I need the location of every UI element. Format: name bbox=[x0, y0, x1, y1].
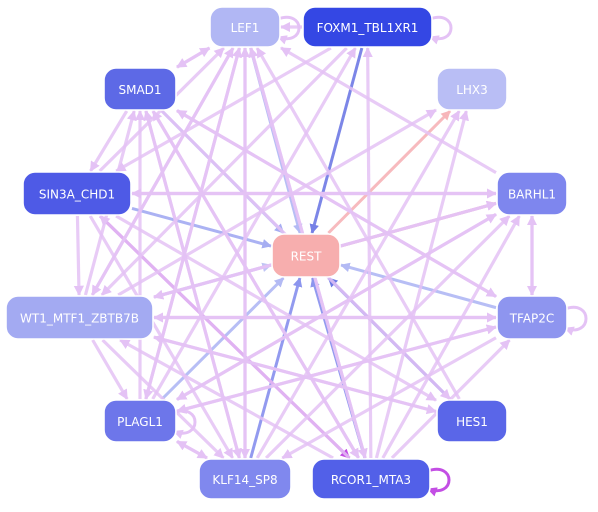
node-lef1: LEF1 bbox=[209, 6, 281, 48]
node-label-wt1: WT1_MTF1_ZBTB7B bbox=[20, 312, 139, 326]
node-box-rest bbox=[271, 233, 341, 278]
self-loop-lef1 bbox=[277, 15, 301, 45]
node-label-hes1: HES1 bbox=[456, 415, 488, 429]
node-label-lef1: LEF1 bbox=[231, 21, 260, 35]
node-sin3a: SIN3A_CHD1 bbox=[22, 171, 132, 216]
node-label-tfap2c: TFAP2C bbox=[509, 312, 555, 326]
edge-tfap2c-to-smad1 bbox=[176, 109, 497, 298]
self-loop-tfap2c bbox=[564, 305, 588, 336]
edge-wt1-to-plagl1 bbox=[91, 339, 129, 400]
node-hes1: HES1 bbox=[436, 399, 508, 443]
edge-rcor1-to-tfap2c bbox=[390, 338, 511, 460]
edge-foxm1-to-sin3a bbox=[115, 46, 332, 173]
node-box-wt1 bbox=[5, 295, 154, 340]
node-label-rest: REST bbox=[291, 250, 323, 264]
self-loop-foxm1 bbox=[429, 15, 453, 45]
node-box-rcor1 bbox=[311, 458, 431, 500]
edge-barhl1-to-lef1 bbox=[280, 46, 497, 174]
self-loop-plagl1 bbox=[173, 409, 197, 439]
node-label-klf14: KLF14_SP8 bbox=[212, 473, 277, 487]
node-tfap2c: TFAP2C bbox=[496, 295, 568, 340]
node-label-barhl1: BARHL1 bbox=[508, 188, 556, 202]
edge-smad1-to-sin3a bbox=[89, 110, 129, 172]
edge-klf14-to-plagl1 bbox=[176, 440, 208, 460]
node-plagl1: PLAGL1 bbox=[103, 399, 177, 443]
node-barhl1: BARHL1 bbox=[496, 171, 568, 216]
node-rest: REST bbox=[271, 233, 341, 278]
edge-plagl1-to-foxm1 bbox=[151, 47, 357, 400]
edge-rest-to-lhx3 bbox=[327, 109, 452, 235]
node-box-klf14 bbox=[198, 458, 292, 500]
node-label-lhx3: LHX3 bbox=[456, 83, 488, 97]
node-klf14: KLF14_SP8 bbox=[198, 458, 292, 500]
node-box-sin3a bbox=[22, 171, 132, 216]
self-loop-rcor1 bbox=[427, 467, 451, 497]
edge-rcor1-to-barhl1 bbox=[381, 215, 521, 459]
node-box-plagl1 bbox=[103, 399, 177, 443]
node-box-lhx3 bbox=[436, 67, 508, 111]
node-rcor1: RCOR1_MTA3 bbox=[311, 458, 431, 500]
node-box-foxm1 bbox=[302, 6, 433, 48]
edge-klf14-to-lhx3 bbox=[255, 110, 461, 459]
edge-hes1-to-lef1 bbox=[255, 47, 461, 400]
node-box-hes1 bbox=[436, 399, 508, 443]
node-box-lef1 bbox=[209, 6, 281, 48]
node-wt1: WT1_MTF1_ZBTB7B bbox=[5, 295, 154, 340]
edge-rcor1-to-foxm1 bbox=[362, 46, 373, 459]
node-label-foxm1: FOXM1_TBL1XR1 bbox=[317, 21, 419, 35]
node-foxm1: FOXM1_TBL1XR1 bbox=[302, 6, 433, 48]
node-label-rcor1: RCOR1_MTA3 bbox=[331, 473, 411, 487]
edge-foxm1-to-rest bbox=[309, 47, 364, 234]
edge-smad1-to-lef1 bbox=[176, 46, 211, 69]
node-smad1: SMAD1 bbox=[103, 67, 177, 111]
self-loop-layer bbox=[173, 15, 588, 497]
edge-smad1-to-rcor1 bbox=[151, 110, 360, 459]
node-box-smad1 bbox=[103, 67, 177, 111]
edge-wt1-to-klf14 bbox=[101, 338, 225, 460]
edge-plagl1-to-rest bbox=[161, 276, 285, 401]
edge-barhl1-to-plagl1 bbox=[176, 213, 497, 401]
node-label-plagl1: PLAGL1 bbox=[117, 415, 163, 429]
node-box-tfap2c bbox=[496, 295, 568, 340]
node-label-smad1: SMAD1 bbox=[118, 83, 161, 97]
edge-layer bbox=[73, 21, 538, 460]
node-label-sin3a: SIN3A_CHD1 bbox=[39, 188, 115, 202]
edge-sin3a-to-hes1 bbox=[115, 214, 437, 402]
edge-wt1-to-lhx3 bbox=[117, 108, 437, 297]
edge-foxm1-to-wt1 bbox=[100, 46, 348, 297]
edge-sin3a-to-wt1 bbox=[73, 215, 84, 297]
edge-tfap2c-to-plagl1 bbox=[176, 325, 497, 414]
node-box-barhl1 bbox=[496, 171, 568, 216]
edge-hes1-to-wt1 bbox=[153, 334, 437, 414]
node-lhx3: LHX3 bbox=[436, 67, 508, 111]
edge-wt1-to-lef1 bbox=[90, 47, 235, 296]
edge-sin3a-to-rest bbox=[131, 206, 272, 249]
